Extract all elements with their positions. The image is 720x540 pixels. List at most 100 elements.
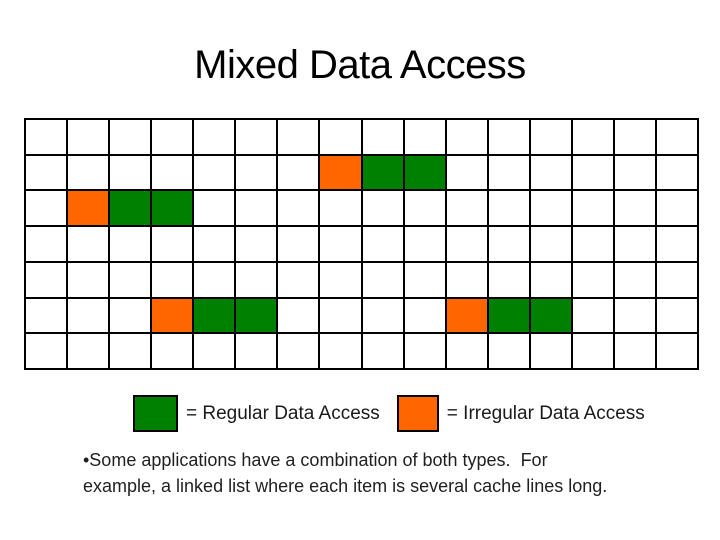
grid-cell xyxy=(109,119,152,155)
grid-cell xyxy=(655,297,698,334)
grid-cell xyxy=(193,226,236,262)
grid-cell xyxy=(235,333,278,369)
grid-cell xyxy=(277,226,320,262)
grid-cell xyxy=(109,297,152,334)
grid-cell xyxy=(487,154,530,191)
grid-cell xyxy=(319,119,362,155)
grid-cell xyxy=(487,333,530,369)
grid-cell xyxy=(151,261,194,298)
grid-cell xyxy=(613,261,656,298)
grid-cell xyxy=(571,154,614,191)
grid-cell xyxy=(529,190,572,227)
grid-cell-irregular xyxy=(151,297,194,334)
grid-cell xyxy=(529,261,572,298)
body-text-line-2: example, a linked list where each item i… xyxy=(83,476,608,496)
grid-cell xyxy=(445,333,488,369)
grid-cell xyxy=(613,154,656,191)
grid-cell xyxy=(613,226,656,262)
grid-cell xyxy=(151,119,194,155)
grid-cell xyxy=(613,297,656,334)
grid-cell-regular xyxy=(487,297,530,334)
grid-cell xyxy=(67,154,110,191)
grid-cell xyxy=(487,119,530,155)
grid-cell xyxy=(319,226,362,262)
regular-legend-label: = Regular Data Access xyxy=(186,402,380,424)
grid-cell xyxy=(67,226,110,262)
grid-cell xyxy=(193,261,236,298)
grid-cell xyxy=(25,297,68,334)
grid-cell xyxy=(277,119,320,155)
grid-cell xyxy=(403,190,446,227)
grid-cell xyxy=(361,261,404,298)
irregular-swatch xyxy=(396,395,439,432)
grid-cell xyxy=(109,226,152,262)
grid-cell xyxy=(403,297,446,334)
grid-cell xyxy=(25,154,68,191)
grid-cell xyxy=(445,119,488,155)
grid-cell xyxy=(235,190,278,227)
grid-cell xyxy=(445,226,488,262)
grid-cell xyxy=(235,154,278,191)
grid-cell xyxy=(445,190,488,227)
grid-cell xyxy=(613,190,656,227)
grid-cell xyxy=(193,190,236,227)
grid-cell xyxy=(655,154,698,191)
grid-cell xyxy=(445,154,488,191)
grid-cell-regular xyxy=(151,190,194,227)
regular-swatch xyxy=(133,395,178,432)
grid-cell xyxy=(655,119,698,155)
grid-cell xyxy=(109,261,152,298)
grid-cell xyxy=(25,261,68,298)
grid-cell xyxy=(277,190,320,227)
grid-cell xyxy=(613,119,656,155)
grid-cell xyxy=(571,333,614,369)
grid-cell xyxy=(655,261,698,298)
grid-cell xyxy=(655,190,698,227)
grid-cell xyxy=(277,261,320,298)
grid-cell xyxy=(193,154,236,191)
grid-cell xyxy=(403,226,446,262)
irregular-legend-label: = Irregular Data Access xyxy=(446,402,645,424)
grid-cell xyxy=(403,261,446,298)
grid-cell xyxy=(571,261,614,298)
body-text-line-1: •Some applications have a combination of… xyxy=(83,450,548,470)
grid-cell xyxy=(109,154,152,191)
grid-cell xyxy=(25,226,68,262)
grid-cell xyxy=(571,226,614,262)
grid-cell xyxy=(319,297,362,334)
legend: = Regular Data Access = Irregular Data A… xyxy=(133,395,645,432)
grid-cell xyxy=(403,119,446,155)
grid-cell xyxy=(109,333,152,369)
grid-cell xyxy=(25,119,68,155)
grid-cell xyxy=(361,333,404,369)
grid-cell xyxy=(613,333,656,369)
grid-cell xyxy=(25,333,68,369)
grid-cell xyxy=(445,261,488,298)
grid-cell xyxy=(571,119,614,155)
grid-cell xyxy=(151,333,194,369)
grid-cell xyxy=(529,119,572,155)
grid-cell xyxy=(67,297,110,334)
grid-cell xyxy=(193,119,236,155)
grid-cell xyxy=(319,333,362,369)
slide-title: Mixed Data Access xyxy=(194,43,526,87)
grid-cell xyxy=(487,190,530,227)
grid-cell-irregular xyxy=(445,297,488,334)
grid-cell xyxy=(25,190,68,227)
grid-cell xyxy=(277,297,320,334)
grid-cell-irregular xyxy=(319,154,362,191)
grid-cell xyxy=(361,226,404,262)
grid-cell xyxy=(319,261,362,298)
grid-cell-regular xyxy=(529,297,572,334)
grid-cell-regular xyxy=(235,297,278,334)
grid-cell xyxy=(571,190,614,227)
grid-cell-irregular xyxy=(67,190,110,227)
grid-cell xyxy=(67,333,110,369)
grid-cell xyxy=(487,226,530,262)
grid-cell xyxy=(487,261,530,298)
grid-cell xyxy=(655,226,698,262)
grid-cell xyxy=(235,119,278,155)
grid-cell xyxy=(361,297,404,334)
grid-cell xyxy=(151,226,194,262)
